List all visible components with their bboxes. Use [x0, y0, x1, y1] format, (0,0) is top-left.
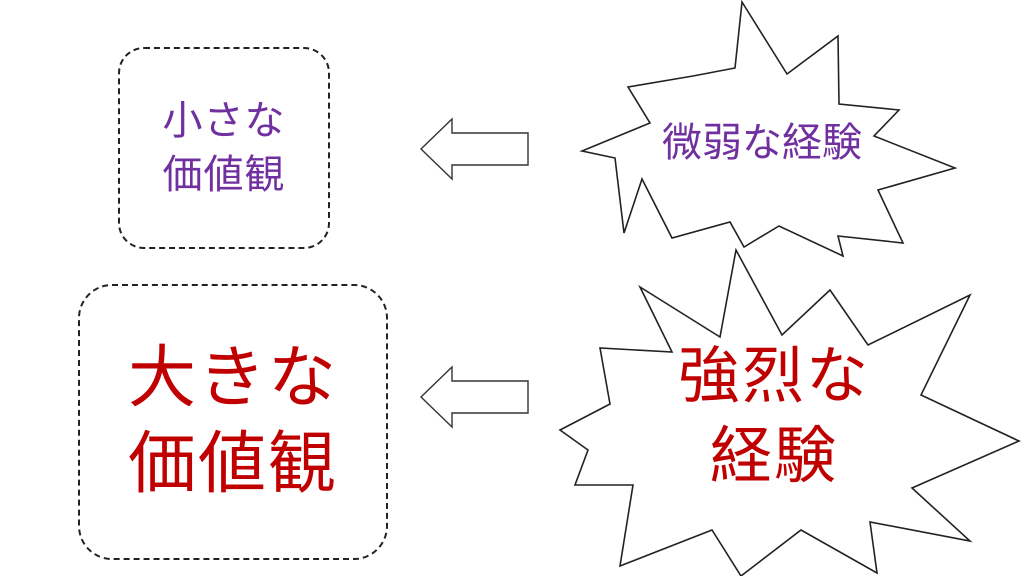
large-experience-line-1: 強烈な: [677, 339, 870, 412]
large-values-line-2: 価値観: [127, 425, 338, 504]
large-experience-label: 強烈な 経験: [644, 336, 904, 496]
large-values-line-1: 大きな: [127, 339, 338, 418]
small-experience-label: 微弱な経験: [632, 116, 892, 170]
large-values-box: 大きな 価値観: [78, 284, 388, 560]
small-values-label: 小さな 価値観: [163, 94, 286, 202]
small-experience-line-1: 微弱な経験: [662, 120, 862, 166]
small-values-box: 小さな 価値観: [118, 47, 330, 249]
large-arrow-left: [419, 365, 529, 429]
small-arrow-left: [419, 117, 529, 181]
large-values-label: 大きな 価値観: [128, 336, 338, 508]
small-values-line-2: 価値観: [162, 152, 286, 198]
small-values-line-1: 小さな: [162, 98, 286, 144]
large-experience-line-2: 経験: [709, 419, 838, 492]
large-experience-burst: [558, 247, 1021, 576]
small-experience-burst: [579, 0, 958, 258]
